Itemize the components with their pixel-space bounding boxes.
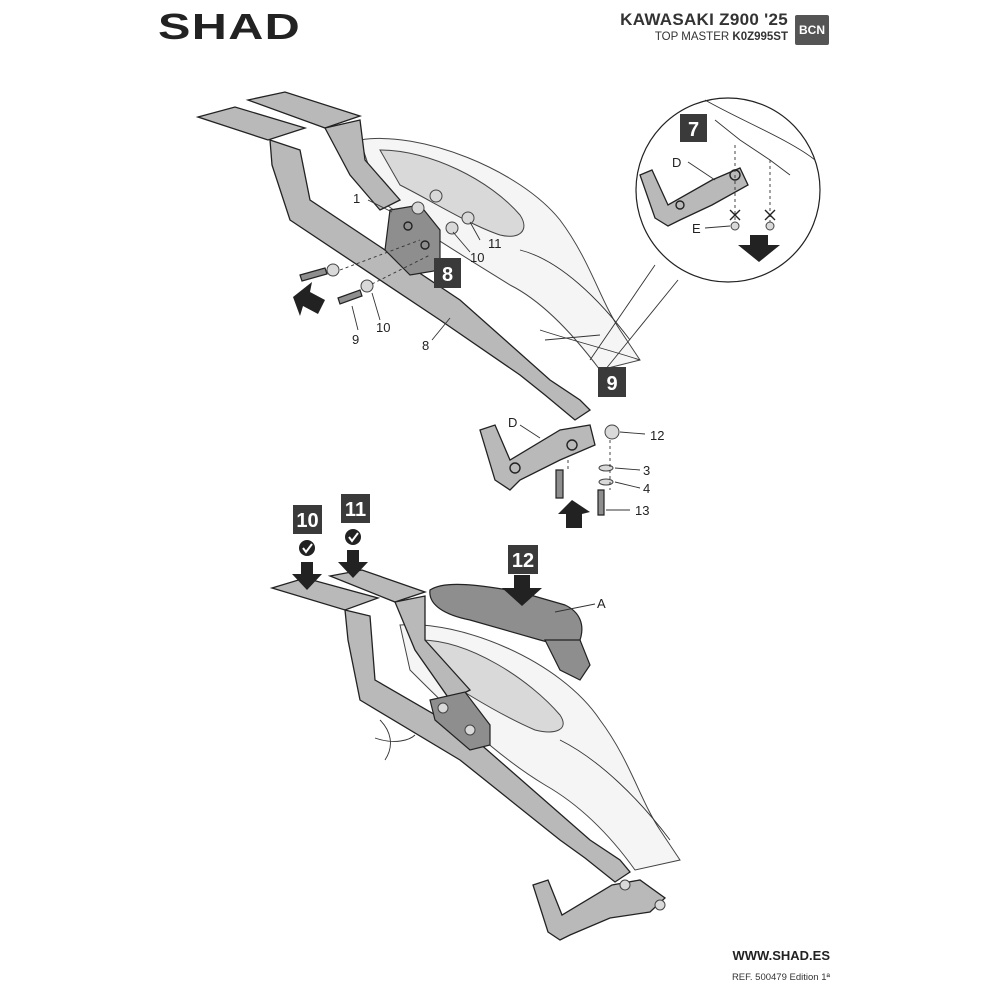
region-badge: BCN	[795, 15, 829, 45]
product-code: K0Z995ST	[732, 31, 788, 43]
washer	[461, 211, 475, 225]
step-11-box	[341, 494, 370, 523]
down-arrow-icon	[338, 550, 368, 578]
product-prefix: TOP MASTER	[654, 31, 733, 43]
rack-plate-right	[245, 91, 363, 129]
rack-plate-left-bottom	[269, 577, 381, 611]
step-7-box	[680, 114, 707, 142]
footer-url: WWW.SHAD.ES	[732, 948, 831, 963]
callout-A: A	[597, 596, 606, 611]
footpeg-bracket-bottom	[532, 879, 667, 941]
step-10-box	[293, 505, 322, 534]
top-assembly: 8 9 1 11 10 10 9 8 D 12 3 4 13	[195, 91, 664, 528]
step-8-box	[434, 258, 461, 288]
footpeg-bracket-D	[479, 424, 596, 491]
nut	[411, 201, 425, 215]
footer-reference: REF. 500479 Edition 1ª	[731, 972, 830, 983]
step-7-label: 7	[688, 119, 699, 141]
step-9-label: 9	[606, 373, 617, 395]
part-3-washer	[598, 464, 614, 472]
product-header: KAWASAKI Z900 '25 TOP MASTER K0Z995ST	[620, 10, 788, 43]
washer	[360, 279, 374, 293]
washer	[326, 263, 340, 277]
callout-D: D	[508, 415, 517, 430]
brand-logo: SHAD	[158, 6, 302, 47]
rack-arm-upper-bottom	[394, 595, 472, 701]
bike-seat-top	[379, 149, 525, 237]
check-circle-icon	[299, 540, 315, 556]
callout-12: 12	[650, 428, 664, 443]
step-11-label: 11	[345, 499, 366, 521]
step-9-box	[598, 367, 626, 397]
part-12-nut	[604, 424, 620, 440]
push-arrow-icon	[558, 500, 590, 528]
down-arrow-icon	[292, 562, 322, 590]
bike-seat-bottom	[419, 639, 564, 733]
callout-3: 3	[643, 463, 650, 478]
callout-10b: 10	[376, 320, 390, 335]
base-plate-A-tail	[544, 639, 591, 681]
model-title: KAWASAKI Z900 '25	[620, 10, 788, 29]
rack-arm-8	[269, 139, 592, 421]
part-4-washer	[598, 478, 614, 486]
step-12-label: 12	[512, 550, 534, 572]
bolt-left-lower	[337, 289, 363, 305]
callout-D-detail: D	[672, 155, 681, 170]
step-10-label: 10	[296, 510, 318, 532]
detail-bracket-D	[639, 167, 749, 227]
callout-1: 1	[353, 191, 360, 206]
step-8-label: 8	[442, 264, 453, 286]
callout-11: 11	[488, 236, 502, 251]
callout-13: 13	[635, 503, 649, 518]
callout-E-detail: E	[692, 221, 701, 236]
down-arrow-icon	[502, 575, 542, 606]
part-13-bolt	[597, 489, 605, 516]
bottom-assembly: 10 11 12 A	[269, 494, 681, 941]
callout-4: 4	[643, 481, 650, 496]
callout-9: 9	[352, 332, 359, 347]
rack-arm-bottom	[344, 609, 631, 883]
bolt-peg	[555, 469, 564, 499]
product-subtitle: TOP MASTER K0Z995ST	[620, 31, 788, 43]
nut	[429, 189, 443, 203]
base-plate-A	[429, 583, 583, 649]
bolt-left-upper	[299, 267, 328, 282]
step-12-box	[508, 545, 538, 574]
rack-arm-upper	[324, 119, 402, 211]
washer	[445, 221, 459, 235]
callout-8: 8	[422, 338, 429, 353]
detail-circle: 7 D E	[589, 97, 821, 371]
rack-plate-left	[195, 106, 308, 141]
down-arrow-icon	[738, 235, 780, 262]
push-arrow-icon	[293, 282, 325, 316]
check-circle-icon	[345, 529, 361, 545]
callout-10a: 10	[470, 250, 484, 265]
